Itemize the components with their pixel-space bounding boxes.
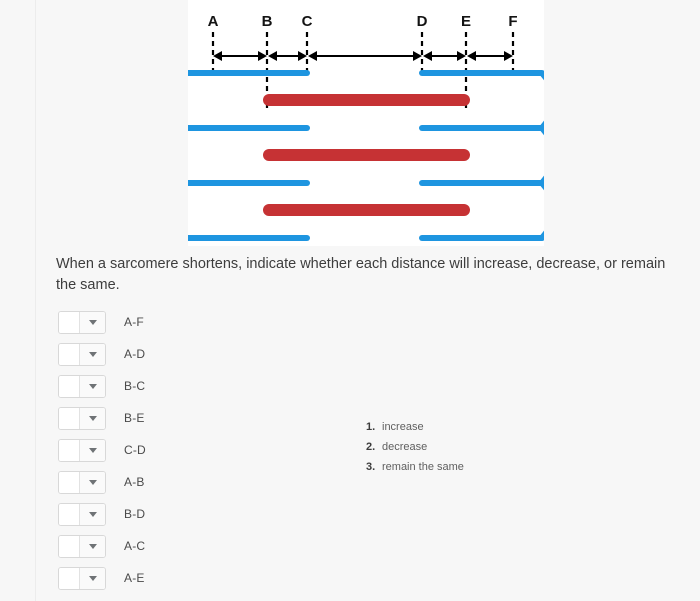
marker-label-b: B [262, 13, 273, 30]
distance-select-a-d-value [59, 343, 79, 365]
list-item: C-D [58, 434, 238, 466]
chevron-down-icon[interactable] [79, 503, 105, 525]
list-item: A-E [58, 562, 238, 594]
distance-label-a-e: A-E [124, 571, 145, 585]
marker-label-d: D [417, 13, 428, 30]
distance-select-a-e[interactable] [58, 566, 106, 590]
distance-select-a-e-value [59, 567, 79, 589]
distance-select-c-d-value [59, 439, 79, 461]
distance-select-c-d[interactable] [58, 438, 106, 462]
distance-select-b-d-value [59, 503, 79, 525]
marker-label-c: C [302, 13, 313, 30]
measurement-arrows [213, 51, 513, 61]
answer-option-3-text: remain the same [382, 461, 464, 473]
sarcomere-diagram-svg: A B C D E F [188, 0, 544, 246]
distance-select-a-b[interactable] [58, 470, 106, 494]
distance-label-b-c: B-C [124, 379, 146, 393]
answer-option-1: 1. increase [366, 421, 566, 441]
distance-select-a-f-value [59, 311, 79, 333]
list-item: A-C [58, 530, 238, 562]
distance-select-b-e-value [59, 407, 79, 429]
marker-label-f: F [508, 13, 517, 30]
distance-dropdown-list: A-F A-D B-C B-E C-D A-B [58, 306, 238, 594]
chevron-down-icon[interactable] [79, 407, 105, 429]
chevron-down-icon[interactable] [79, 311, 105, 333]
answer-option-3: 3. remain the same [366, 461, 566, 481]
chevron-down-icon[interactable] [79, 375, 105, 397]
distance-label-a-c: A-C [124, 539, 146, 553]
distance-label-a-f: A-F [124, 315, 144, 329]
distance-select-a-d[interactable] [58, 342, 106, 366]
answer-option-2: 2. decrease [366, 441, 566, 461]
distance-select-a-b-value [59, 471, 79, 493]
distance-label-b-e: B-E [124, 411, 145, 425]
distance-select-b-c-value [59, 375, 79, 397]
chevron-down-icon[interactable] [79, 439, 105, 461]
distance-select-b-c[interactable] [58, 374, 106, 398]
list-item: A-D [58, 338, 238, 370]
left-divider-rule [35, 0, 36, 601]
marker-label-e: E [461, 13, 471, 30]
answer-option-3-number: 3. [366, 461, 376, 473]
distance-select-a-f[interactable] [58, 310, 106, 334]
chevron-down-icon[interactable] [79, 567, 105, 589]
distance-select-a-c-value [59, 535, 79, 557]
list-item: A-F [58, 306, 238, 338]
sarcomere-diagram-panel: A B C D E F [188, 0, 544, 246]
answer-options-list: 1. increase 2. decrease 3. remain the sa… [366, 421, 566, 481]
marker-label-a: A [208, 13, 219, 30]
distance-label-a-d: A-D [124, 347, 146, 361]
myofibril-row-3 [188, 180, 544, 241]
chevron-down-icon[interactable] [79, 535, 105, 557]
list-item: A-B [58, 466, 238, 498]
distance-select-b-e[interactable] [58, 406, 106, 430]
answer-option-2-text: decrease [382, 441, 428, 453]
answer-option-1-text: increase [382, 421, 424, 433]
distance-select-a-c[interactable] [58, 534, 106, 558]
distance-label-c-d: C-D [124, 443, 146, 457]
chevron-down-icon[interactable] [79, 343, 105, 365]
answer-option-2-number: 2. [366, 441, 376, 453]
distance-label-a-b: A-B [124, 475, 145, 489]
list-item: B-D [58, 498, 238, 530]
distance-label-b-d: B-D [124, 507, 146, 521]
list-item: B-C [58, 370, 238, 402]
list-item: B-E [58, 402, 238, 434]
answer-option-1-number: 1. [366, 421, 376, 433]
chevron-down-icon[interactable] [79, 471, 105, 493]
question-prompt: When a sarcomere shortens, indicate whet… [56, 256, 666, 293]
distance-select-b-d[interactable] [58, 502, 106, 526]
